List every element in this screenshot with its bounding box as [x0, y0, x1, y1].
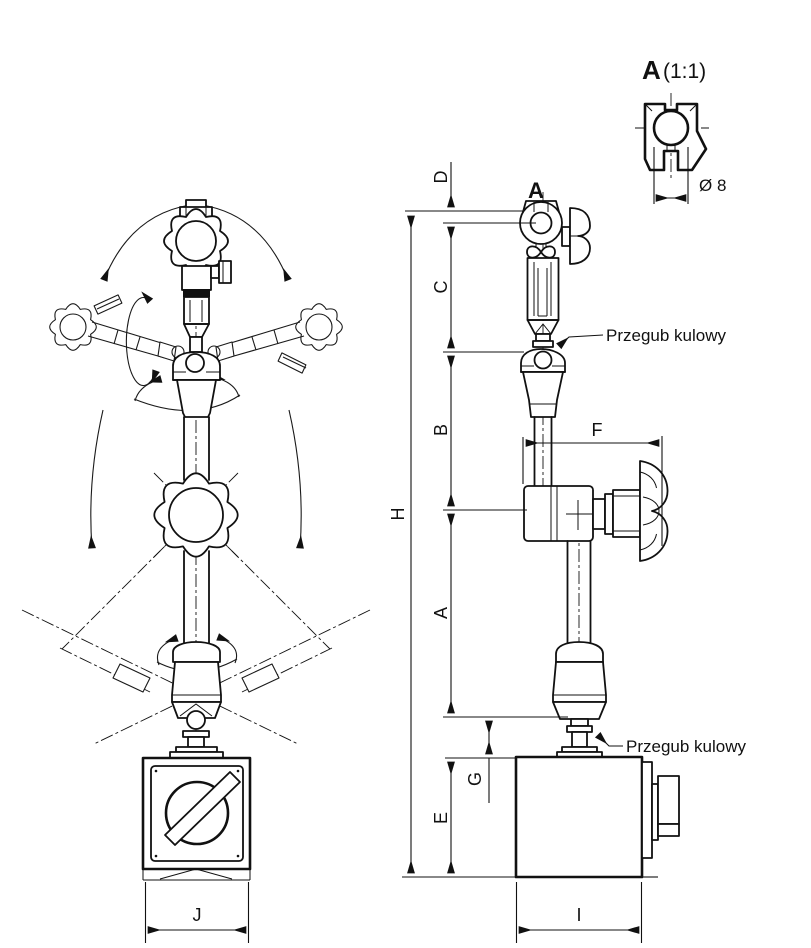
dimension-chain: D C B A H G E F I — [388, 162, 663, 943]
upper-ball-joint — [520, 348, 566, 418]
magnet-switch-handle — [164, 771, 241, 846]
dim-label-h: H — [388, 508, 408, 521]
side-thumb-knob — [210, 265, 220, 279]
gauge-clamp-head — [519, 200, 591, 265]
base-switch-knob — [657, 775, 680, 825]
head-wing-knob — [569, 207, 591, 265]
phantom-clamp-right — [241, 663, 280, 693]
dim-label-i: I — [576, 905, 581, 925]
phantom-arm-left — [49, 294, 185, 362]
side-view-magnetic-base — [514, 755, 680, 879]
dim-label-d: D — [431, 171, 451, 184]
dim-label-c: C — [431, 281, 451, 294]
dimension-j: J — [144, 882, 250, 943]
callouts: Przegub kulowy Przegub kulowy — [556, 326, 747, 756]
detail-title-letter: A — [642, 55, 661, 85]
detail-title-scale: (1:1) — [663, 60, 706, 83]
front-view-magnetic-base — [141, 756, 252, 881]
front-view-column — [153, 199, 239, 759]
detail-diameter-label: Ø 8 — [699, 176, 726, 195]
phantom-arm-right — [207, 303, 343, 374]
dim-label-j: J — [193, 905, 202, 925]
dim-label-b: B — [431, 424, 451, 436]
lower-ball-clamp — [172, 641, 221, 663]
callout-ball-joint-lower: Przegub kulowy — [626, 737, 747, 756]
central-hub — [523, 460, 669, 562]
dim-label-g: G — [465, 772, 485, 786]
dim-label-f: F — [592, 420, 603, 440]
hub-lock-knob — [639, 460, 669, 562]
callout-ball-joint-upper: Przegub kulowy — [606, 326, 727, 345]
dim-label-a: A — [431, 607, 451, 619]
lower-ball-joint — [552, 641, 607, 758]
detail-view-a: A (1:1) Ø 8 — [635, 55, 726, 204]
dim-label-e: E — [431, 812, 451, 824]
side-view-body — [514, 192, 680, 879]
section-marker-a: A — [528, 178, 544, 203]
phantom-clamp-left — [112, 663, 151, 693]
